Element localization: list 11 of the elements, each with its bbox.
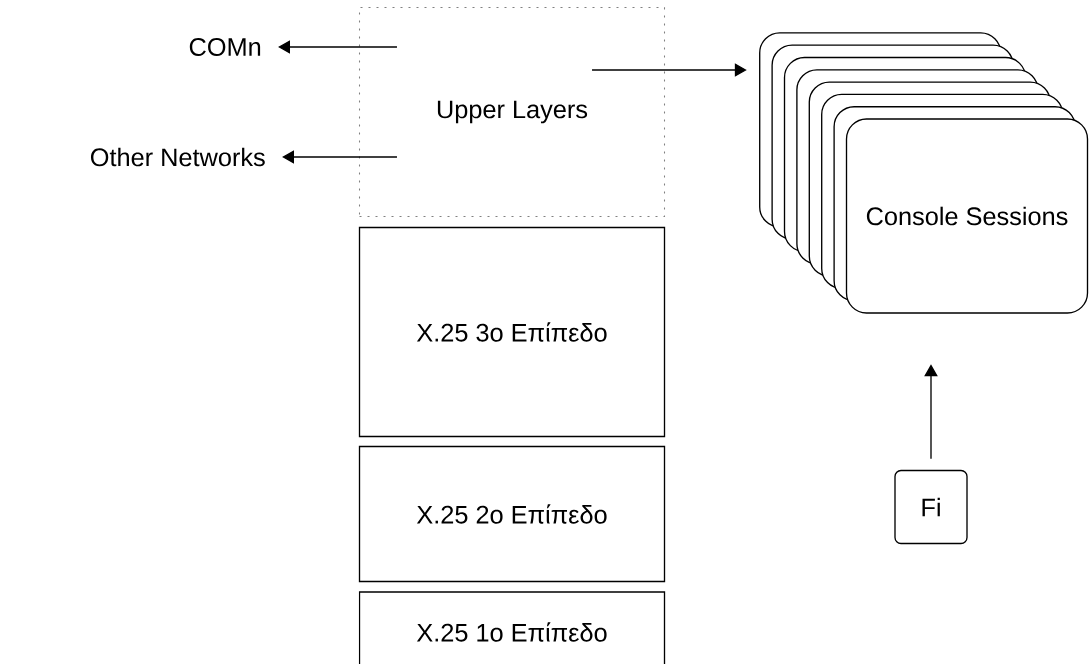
arrow xyxy=(282,150,398,164)
arrow xyxy=(278,40,398,54)
layer-box: Upper Layers xyxy=(358,6,666,218)
arrow xyxy=(591,63,747,77)
input-box: Fi xyxy=(894,469,968,545)
destination-label: Other Networks xyxy=(90,147,265,167)
layer-box: X.25 3o Επίπεδο xyxy=(358,226,666,438)
stacked-session-boxes: Console Sessions xyxy=(759,32,1089,314)
layer-box: X.25 2o Επίπεδο xyxy=(358,445,666,583)
destination-label: COMn xyxy=(189,38,261,56)
layer-box: X.25 1o Επίπεδο xyxy=(358,591,666,664)
